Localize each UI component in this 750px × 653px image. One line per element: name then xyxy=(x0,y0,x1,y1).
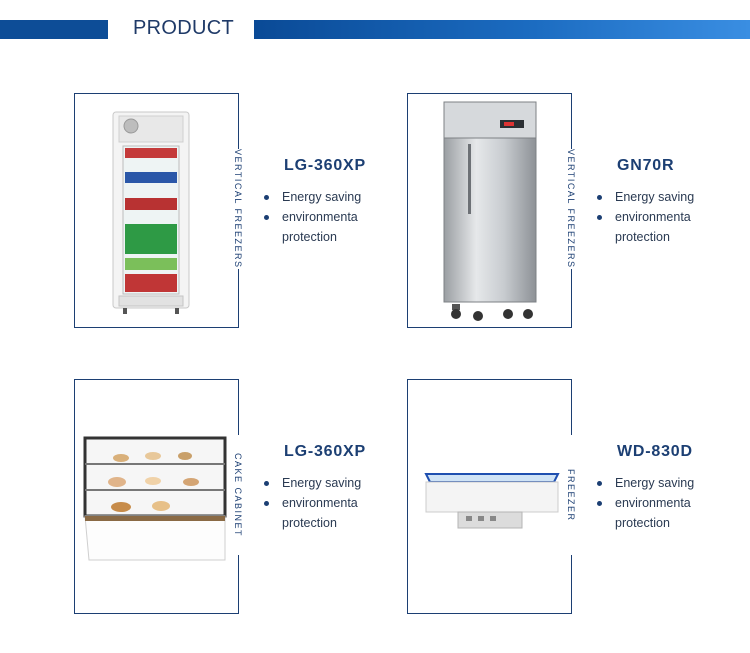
feature-item: protection xyxy=(615,230,670,244)
bullet-icon xyxy=(597,215,602,220)
feature-item: Energy saving xyxy=(262,187,422,207)
product-image-frame xyxy=(74,379,239,614)
feature-item: Energy saving xyxy=(595,187,750,207)
product-model: GN70R xyxy=(617,157,675,174)
bullet-icon xyxy=(264,195,269,200)
product-image-frame xyxy=(74,93,239,328)
product-category-label: Vertical freezers xyxy=(230,149,246,269)
page-title: PRODUCT xyxy=(133,17,234,39)
bullet-icon xyxy=(264,215,269,220)
feature-item: environmenta xyxy=(595,493,750,513)
feature-item: Energy saving xyxy=(595,473,750,493)
feature-item: environmenta xyxy=(595,207,750,227)
product-model: LG-360XP xyxy=(284,443,366,460)
cake-display-cabinet-image xyxy=(83,436,227,561)
bullet-icon xyxy=(597,501,602,506)
header-bar-left xyxy=(0,20,108,39)
feature-item: Energy saving xyxy=(262,473,422,493)
bullet-icon xyxy=(597,195,602,200)
product-model: WD-830D xyxy=(617,443,693,460)
feature-list: Energy saving environmenta protection xyxy=(262,473,422,533)
feature-item: environmenta xyxy=(262,207,422,227)
feature-item: protection xyxy=(282,230,337,244)
product-category-label: Cake cabinet xyxy=(230,435,246,555)
feature-item: protection xyxy=(615,516,670,530)
product-category-label: Vertical freezers xyxy=(563,149,579,269)
header-bar-right xyxy=(254,20,750,39)
upright-display-fridge-image xyxy=(112,111,190,314)
feature-list: Energy saving environmenta protection xyxy=(595,187,750,247)
stainless-steel-upright-freezer-image xyxy=(443,101,537,321)
feature-item: environmenta xyxy=(262,493,422,513)
chest-island-freezer-image xyxy=(424,473,560,529)
bullet-icon xyxy=(264,481,269,486)
product-model: LG-360XP xyxy=(284,157,366,174)
bullet-icon xyxy=(264,501,269,506)
product-image-frame xyxy=(407,93,572,328)
product-image-frame xyxy=(407,379,572,614)
feature-list: Energy saving environmenta protection xyxy=(262,187,422,247)
feature-item: protection xyxy=(282,516,337,530)
bullet-icon xyxy=(597,481,602,486)
product-category-label: Freezer xyxy=(563,435,579,555)
feature-list: Energy saving environmenta protection xyxy=(595,473,750,533)
